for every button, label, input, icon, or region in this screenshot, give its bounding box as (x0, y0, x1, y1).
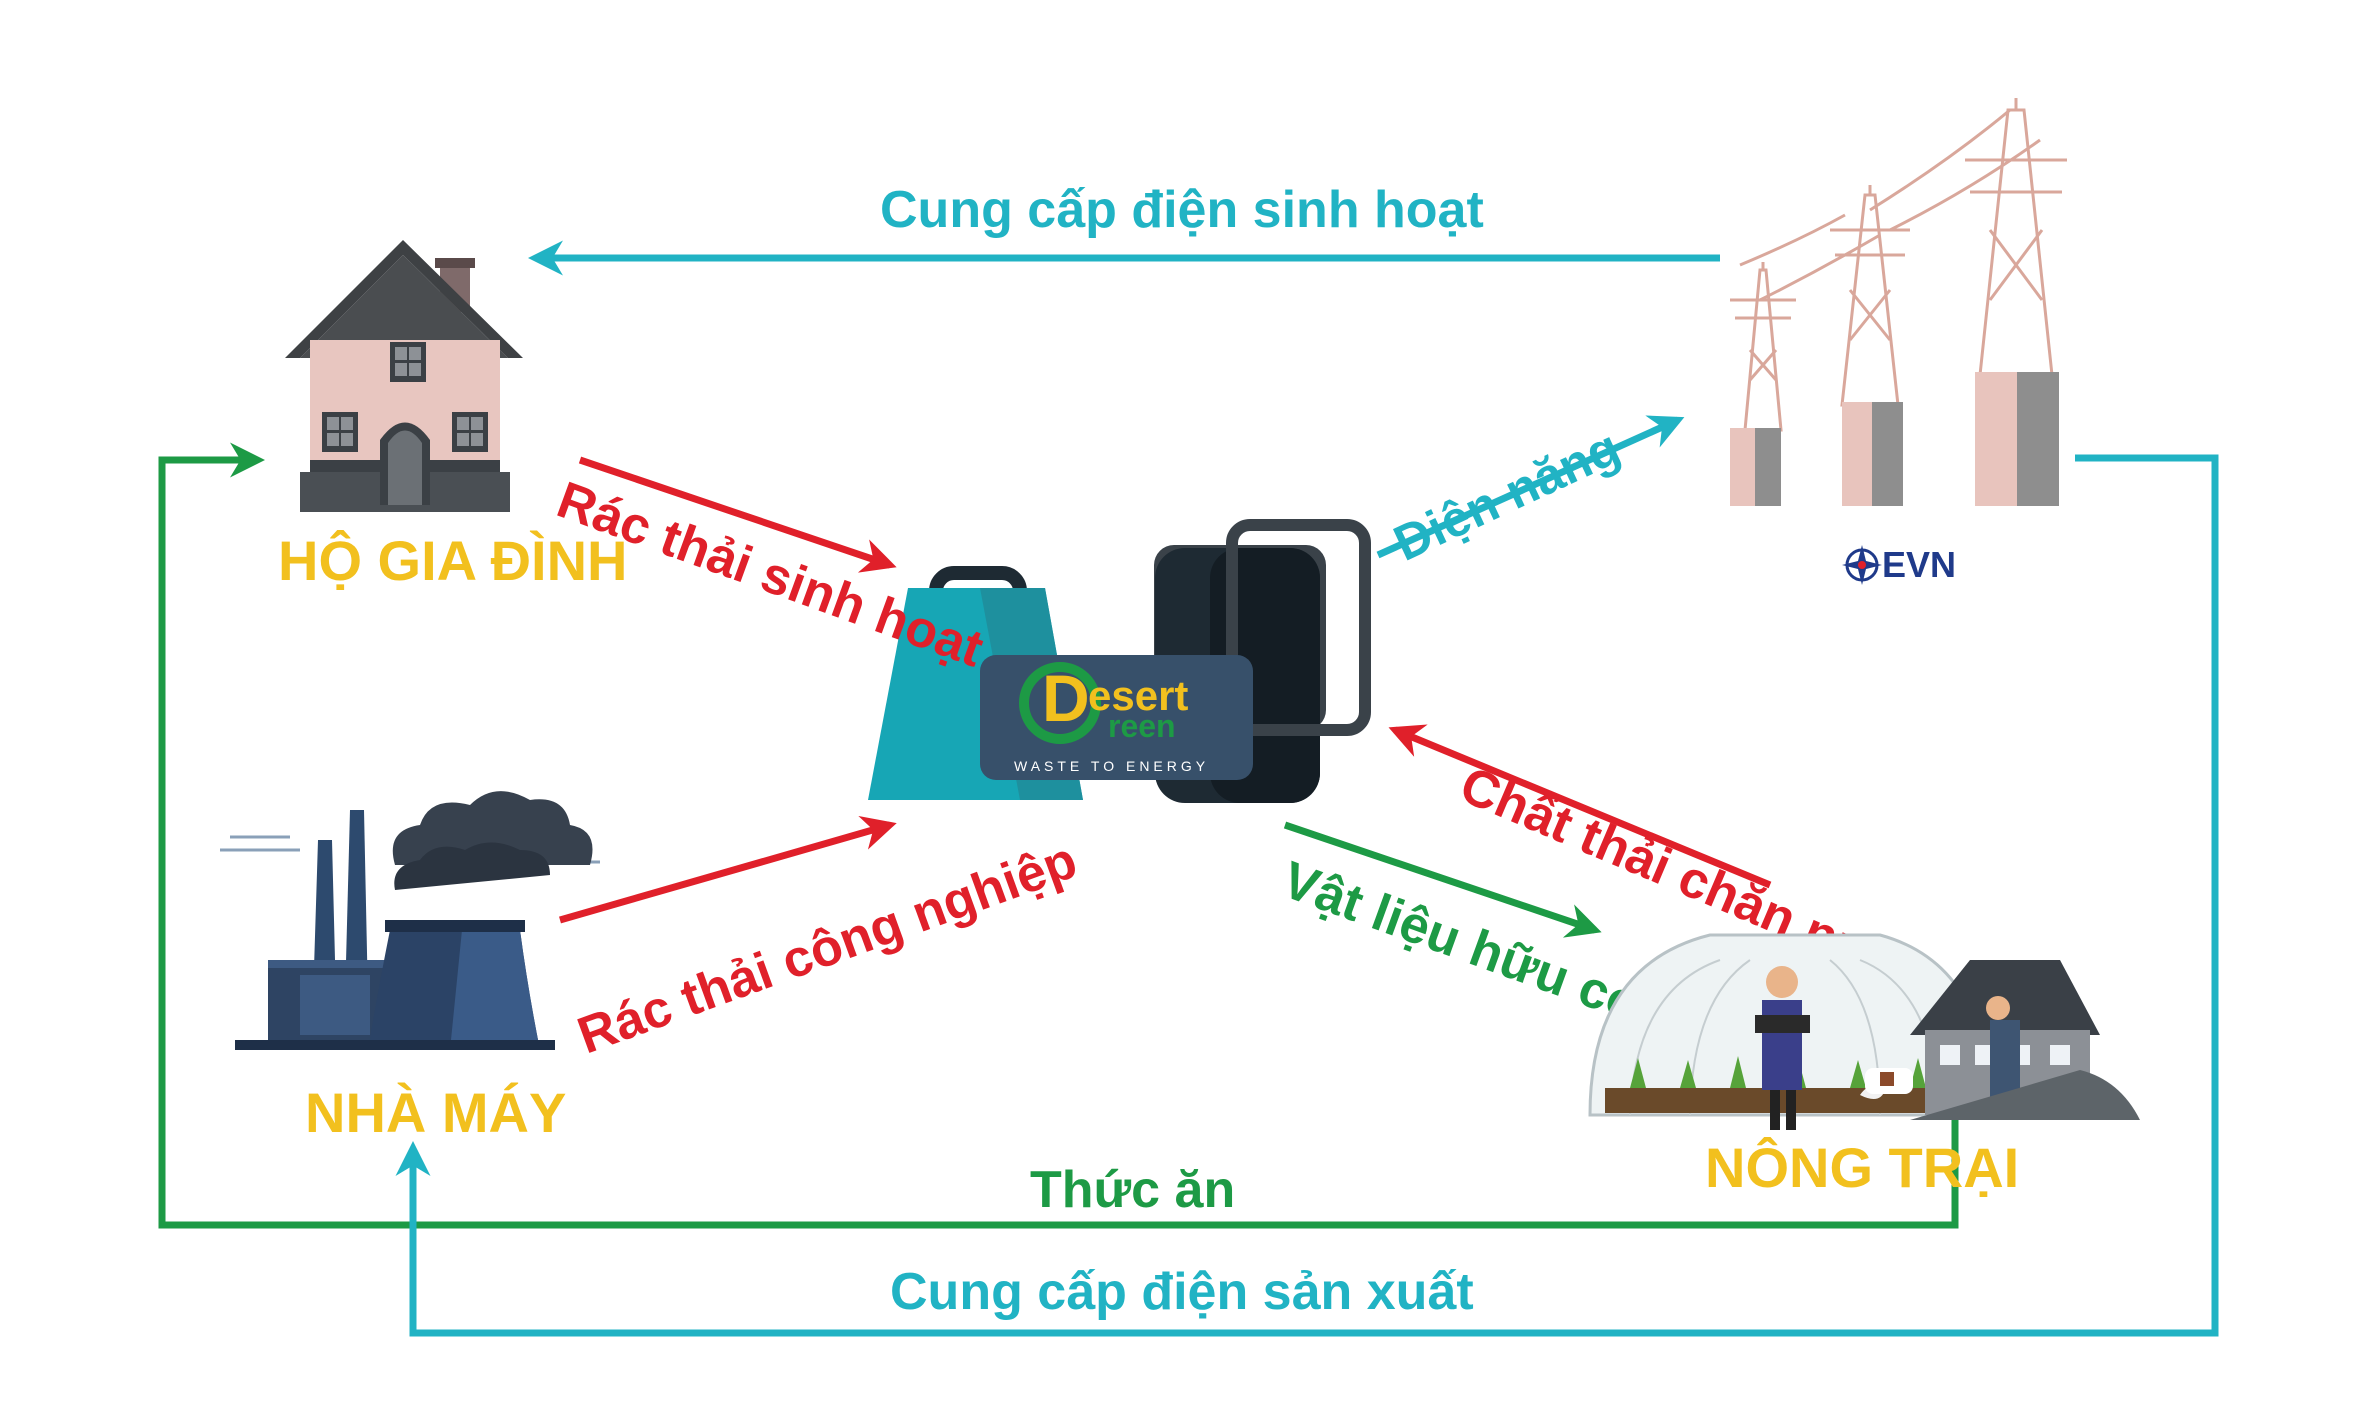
production-power-line (395, 454, 2219, 1337)
tower-bases (1730, 372, 2059, 506)
logo-brand-top: esert (1088, 672, 1189, 719)
organic-material-arrow (1283, 821, 1602, 938)
logo-letter-d: D (1042, 661, 1090, 735)
desert-green-logo: D esert reen WASTE TO ENERGY (1014, 661, 1258, 776)
node-household-label: HỘ GIA ĐÌNH (278, 529, 628, 592)
logo-tagline: WASTE TO ENERGY (1014, 758, 1210, 774)
electricity-arrow (1376, 415, 1685, 559)
power-towers-icon (1730, 98, 2067, 432)
node-factory-label: NHÀ MÁY (305, 1081, 567, 1144)
livestock-waste-arrow (1388, 724, 1772, 889)
flow-food-label: Thức ăn (1030, 1161, 1236, 1219)
desert-green-plant-icon (868, 519, 1371, 803)
food-loop-line (158, 442, 1959, 1229)
evn-logo-text: EVN (1882, 544, 1957, 585)
flow-production-power-label: Cung cấp điện sản xuất (890, 1263, 1474, 1321)
node-farm-label: NÔNG TRẠI (1705, 1136, 2020, 1199)
factory-icon (220, 791, 600, 1050)
flow-household-power-label: Cung cấp điện sinh hoạt (880, 181, 1484, 239)
household-waste-arrow (578, 456, 897, 573)
evn-logo-icon (1842, 545, 1882, 585)
industrial-waste-arrow (559, 815, 897, 924)
farm-icon (1588, 933, 2140, 1130)
logo-brand-bottom: reen (1108, 708, 1176, 744)
house-icon (285, 240, 523, 512)
